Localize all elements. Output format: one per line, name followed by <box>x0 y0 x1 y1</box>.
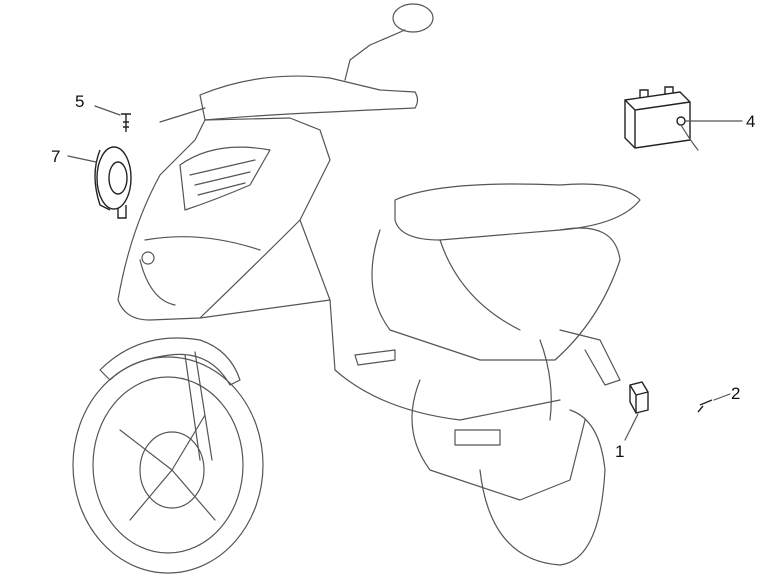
callout-label-4: 4 <box>746 112 756 131</box>
scooter-outline <box>72 3 641 574</box>
callout-label-5: 5 <box>75 92 85 111</box>
screw-part-5 <box>94 105 131 132</box>
callout-label-2: 2 <box>731 384 741 403</box>
battery-part-4 <box>624 86 743 151</box>
screw-part-2 <box>697 393 731 413</box>
horn-part-7 <box>67 146 132 219</box>
callout-label-7: 7 <box>51 147 61 166</box>
callout-label-1: 1 <box>615 442 625 461</box>
relay-part-1 <box>624 381 649 441</box>
